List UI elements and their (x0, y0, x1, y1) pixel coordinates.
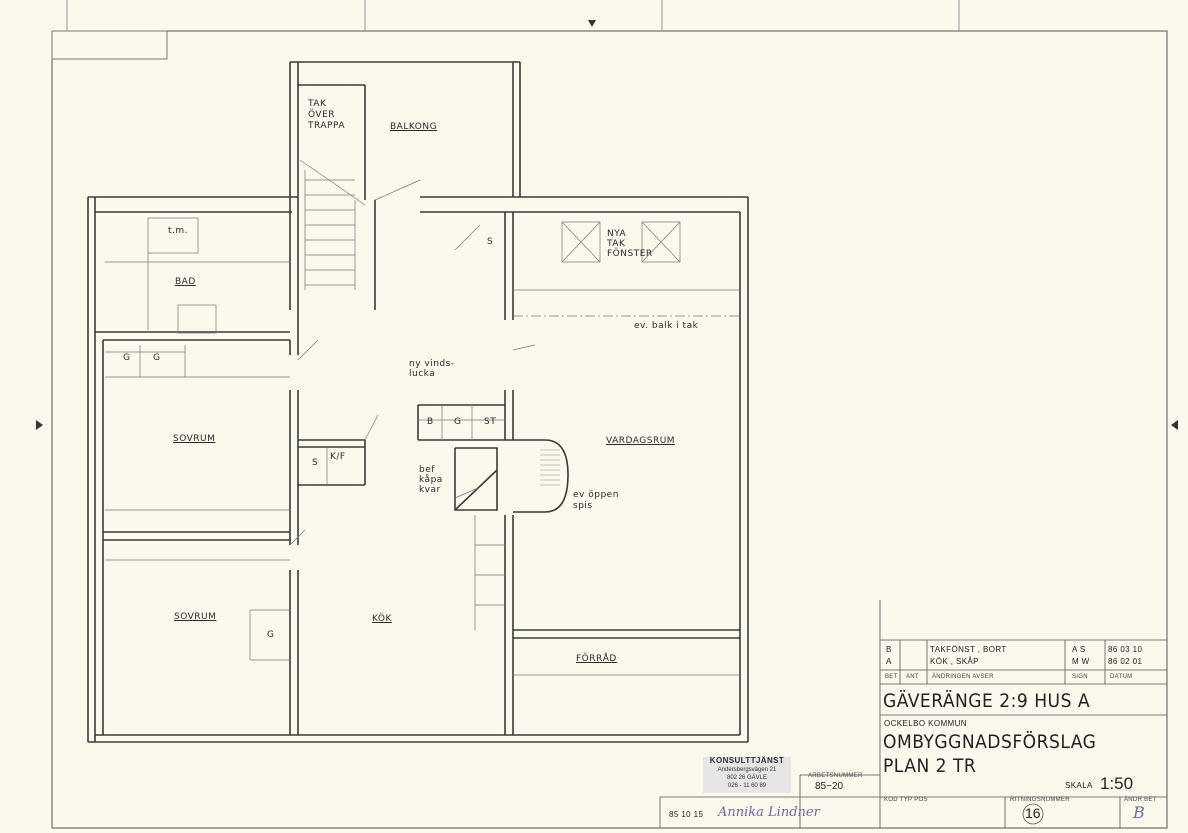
drawing-number: 16 (1025, 805, 1041, 821)
municipality: OCKELBO KOMMUN (884, 719, 967, 728)
top-center-mark (588, 20, 596, 27)
rev-header-sign: SIGN (1072, 674, 1088, 680)
bedroom-2-label: SOVRUM (174, 612, 217, 622)
label-line-3: FÖNSTER (607, 249, 653, 259)
wardrobe-g-2: G (153, 353, 161, 363)
right-center-mark (1171, 420, 1178, 430)
label-line-1: ev öppen (573, 490, 619, 500)
thin-lines (105, 159, 740, 676)
drawing-number-label: RITNINGSNUMMER (1010, 797, 1070, 803)
beam-label: ev. balk i tak (634, 321, 699, 331)
label-line-2: kåpa (419, 475, 443, 485)
rev-row-b-bet: B (886, 645, 892, 654)
kf-label: K/F (330, 452, 346, 462)
rev-row-b-datum: 86 03 10 (1108, 645, 1143, 654)
wardrobe-g-1: G (123, 353, 131, 363)
rev-row-a-sign: M W (1072, 657, 1090, 666)
title-block-grid (659, 600, 1167, 828)
roof-windows-label: NYA TAK FÖNSTER (607, 229, 653, 259)
rev-header-datum: DATUM (1110, 674, 1133, 680)
attic-hatch-label: ny vinds- lucka (409, 359, 455, 379)
stamp-company: KONSULTTJÄNST (709, 756, 785, 765)
kod-typ-pos-label: KOD TYP POS (884, 797, 928, 803)
living-room-label: VARDAGSRUM (606, 436, 676, 446)
drawing-frame (51, 30, 1168, 829)
tm-label: t.m. (168, 226, 189, 236)
bath-label: BAD (175, 277, 196, 287)
label-line-3: kvar (419, 485, 441, 495)
rev-row-b-text: TAKFÖNST , BORT (930, 645, 1007, 654)
rev-row-a-datum: 86 02 01 (1108, 657, 1143, 666)
bedroom-1-label: SOVRUM (173, 434, 216, 444)
closet-s-mid-label: S (312, 458, 319, 468)
rev-header-text: ÄNDRINGEN AVSER (932, 674, 994, 680)
revision-letter-label: ÄNDR BET (1124, 797, 1157, 803)
existing-hood-label: bef kåpa kvar (419, 465, 443, 495)
closet-st-label: ST (484, 417, 497, 427)
rev-row-a-bet: A (886, 657, 892, 666)
rev-row-b-sign: A S (1072, 645, 1086, 654)
label-line-2: spis (573, 501, 593, 511)
work-number-label: ARBETSNUMMER (808, 773, 863, 779)
drawing-subtitle: PLAN 2 TR (883, 755, 977, 777)
signature: Annika Lindner (718, 805, 820, 820)
closet-g-label: G (454, 417, 462, 427)
kitchen-label: KÖK (372, 614, 392, 624)
revision-letter: B (1133, 803, 1145, 822)
stamp-phone: 026 - 11 60 89 (727, 783, 767, 789)
closet-s-label: S (487, 237, 494, 247)
balcony-label: BALKONG (390, 122, 438, 132)
scale-value: 1:50 (1100, 774, 1134, 793)
label-line-2: ÖVER (308, 110, 336, 120)
drawing-title: OMBYGGNADSFÖRSLAG (883, 731, 1097, 753)
company-stamp: KONSULTTJÄNST Andersbergsvägen 21 802 26… (703, 757, 791, 793)
label-line-2: TAK (607, 239, 626, 249)
rev-header-bet: BET (885, 674, 898, 680)
left-center-mark (36, 420, 43, 430)
fireplace-label: ev öppen spis (573, 490, 619, 512)
label-line-1: bef (419, 465, 435, 475)
stamp-address: Andersbergsvägen 21 (717, 767, 777, 773)
roof-over-stairs-label: TAK ÖVER TRAPPA (308, 99, 345, 132)
project-name: GÄVERÄNGE 2:9 HUS A (883, 690, 1091, 712)
walls (87, 61, 749, 743)
label-line-3: TRAPPA (308, 121, 345, 131)
label-line-1: ny vinds- (409, 359, 455, 369)
label-line-2: lucka (409, 369, 436, 379)
wardrobe-g-bedroom2: G (267, 630, 275, 640)
stamp-city: 802 26 GÄVLE (726, 775, 768, 781)
closet-b-label: B (427, 417, 434, 427)
scale-label: SKALA (1065, 781, 1093, 790)
rev-header-ant: ANT (906, 674, 919, 680)
storage-label: FÖRRÅD (576, 654, 617, 664)
drawing-date: 85 10 15 (669, 810, 704, 819)
rev-row-a-text: KÖK , SKÅP (930, 657, 979, 666)
label-line-1: TAK (308, 99, 327, 109)
label-line-1: NYA (607, 229, 627, 239)
work-number: 85~20 (815, 781, 844, 792)
